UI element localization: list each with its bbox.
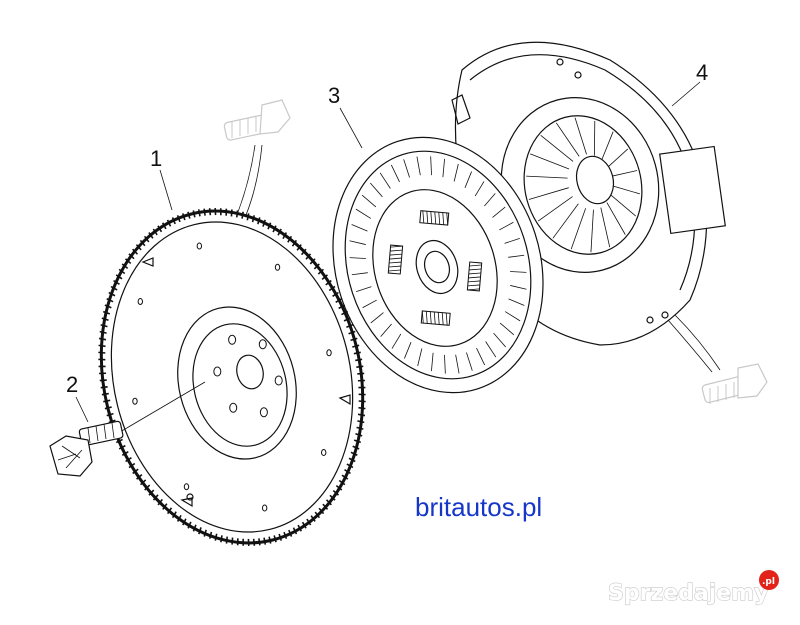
callout-1: 1 (150, 146, 162, 171)
callout-1-line (159, 169, 173, 211)
pp-bolt-ghost (701, 363, 768, 404)
pp-bolt-leader-line-2 (667, 319, 713, 373)
website-label: britautos.pl (415, 492, 542, 522)
callout-2: 2 (66, 372, 78, 397)
callout-3-line (339, 107, 363, 149)
callout-3: 3 (328, 83, 340, 108)
bolt-leader-line (119, 381, 206, 433)
dowel-bolt-ghost (223, 99, 291, 141)
sprzedajemy-watermark: Sprzedajemy .pl (607, 570, 779, 607)
dowel-leader-line-2 (237, 144, 256, 213)
dowel-leader-line (245, 144, 263, 216)
callout-2-line (75, 396, 89, 423)
watermark-badge: .pl (762, 577, 775, 587)
pp-bolt-leader-line (674, 314, 721, 371)
callout-4-line (671, 81, 701, 107)
flywheel (98, 208, 366, 546)
callout-4: 4 (696, 60, 708, 85)
flywheel-bolt (49, 420, 124, 477)
clutch-disc (332, 136, 544, 394)
watermark-text: Sprzedajemy (608, 581, 769, 606)
watermark-badge-icon (759, 570, 779, 590)
